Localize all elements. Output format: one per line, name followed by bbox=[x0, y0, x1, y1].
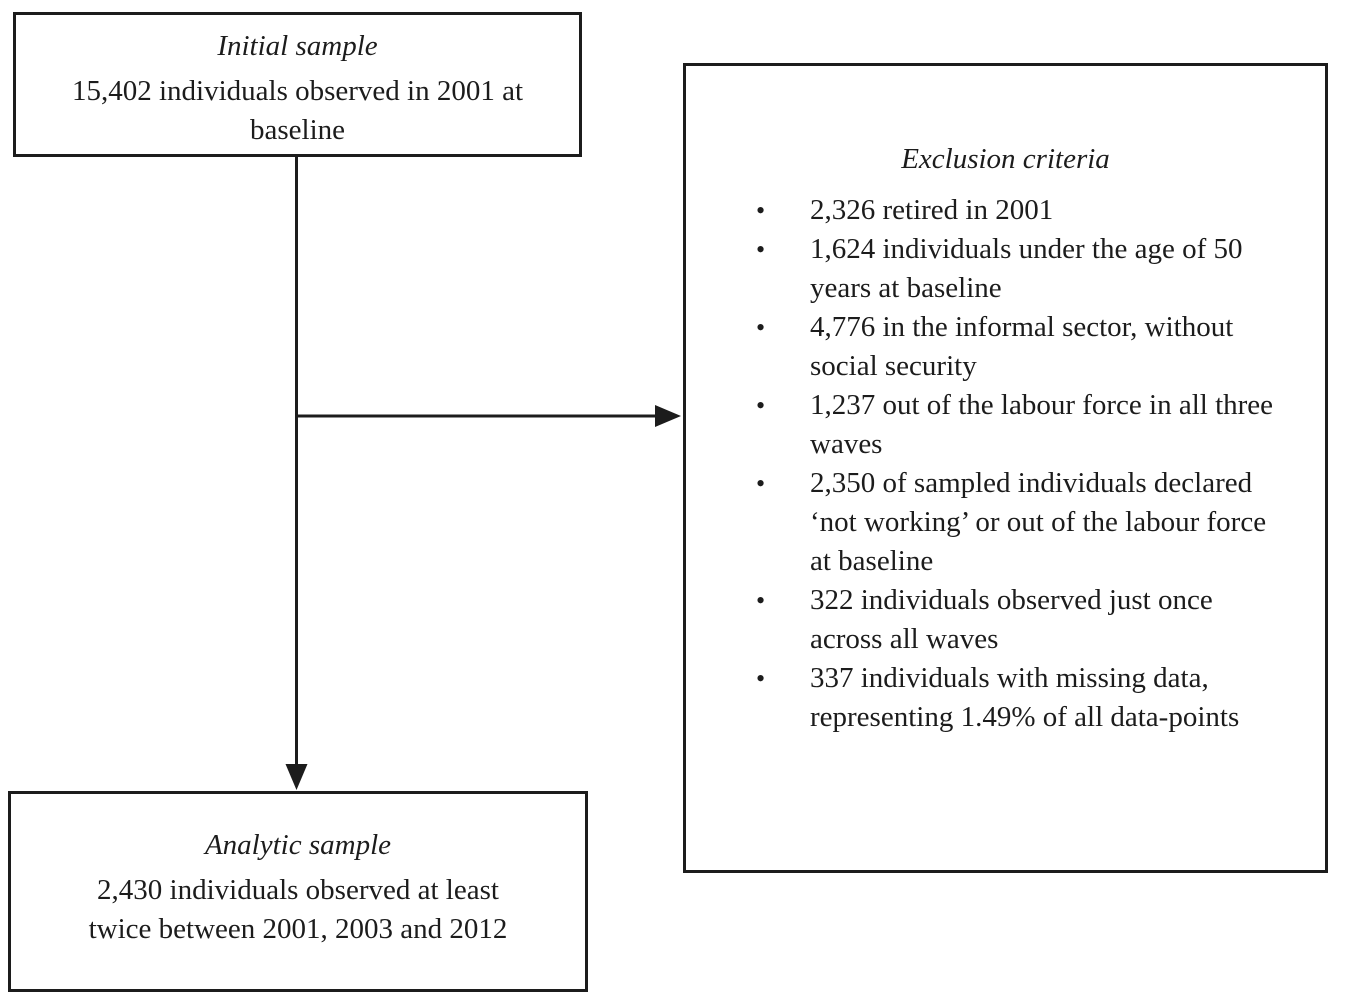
exclusion-list-item: • 1,237 out of the labour force in all t… bbox=[686, 386, 1325, 464]
arrow-initial-to-analytic bbox=[285, 157, 308, 790]
exclusion-list-item: • 2,326 retired in 2001 bbox=[686, 191, 1325, 230]
exclusion-criteria-title: Exclusion criteria bbox=[901, 143, 1110, 175]
exclusion-list-item: • 2,350 of sampled individuals declared … bbox=[686, 464, 1325, 581]
exclusion-list-item: • 1,624 individuals under the age of 50 … bbox=[686, 230, 1325, 308]
bullet-icon: • bbox=[756, 196, 766, 225]
exclusion-list-item: • 337 individuals with missing data, rep… bbox=[686, 659, 1325, 737]
bullet-icon: • bbox=[756, 391, 766, 420]
exclusion-criteria-box: Exclusion criteria • 2,326 retired in 20… bbox=[683, 63, 1328, 873]
exclusion-item-text: 4,776 in the informal sector, without so… bbox=[810, 311, 1234, 382]
analytic-sample-box: Analytic sample 2,430 individuals observ… bbox=[8, 791, 588, 992]
analytic-sample-body: 2,430 individuals observed at least twic… bbox=[88, 874, 508, 945]
exclusion-list-item: • 322 individuals observed just once acr… bbox=[686, 581, 1325, 659]
exclusion-list-item: • 4,776 in the informal sector, without … bbox=[686, 308, 1325, 386]
exclusion-criteria-list: • 2,326 retired in 2001 • 1,624 individu… bbox=[686, 191, 1325, 737]
exclusion-item-text: 1,624 individuals under the age of 50 ye… bbox=[810, 233, 1243, 304]
exclusion-item-text: 2,350 of sampled individuals declared ‘n… bbox=[810, 467, 1267, 577]
exclusion-item-text: 1,237 out of the labour force in all thr… bbox=[810, 389, 1274, 460]
initial-sample-box: Initial sample 15,402 individuals observ… bbox=[13, 12, 582, 157]
exclusion-item-text: 2,326 retired in 2001 bbox=[810, 194, 1054, 226]
bullet-icon: • bbox=[756, 235, 766, 264]
bullet-icon: • bbox=[756, 313, 766, 342]
exclusion-item-text: 322 individuals observed just once acros… bbox=[810, 584, 1213, 655]
arrow-to-exclusion bbox=[295, 405, 681, 427]
initial-sample-body: 15,402 individuals observed in 2001 at b… bbox=[71, 75, 524, 146]
bullet-icon: • bbox=[756, 469, 766, 498]
bullet-icon: • bbox=[756, 664, 766, 693]
bullet-icon: • bbox=[756, 586, 766, 615]
initial-sample-title: Initial sample bbox=[217, 30, 378, 62]
analytic-sample-title: Analytic sample bbox=[204, 829, 392, 861]
exclusion-item-text: 337 individuals with missing data, repre… bbox=[810, 662, 1240, 733]
